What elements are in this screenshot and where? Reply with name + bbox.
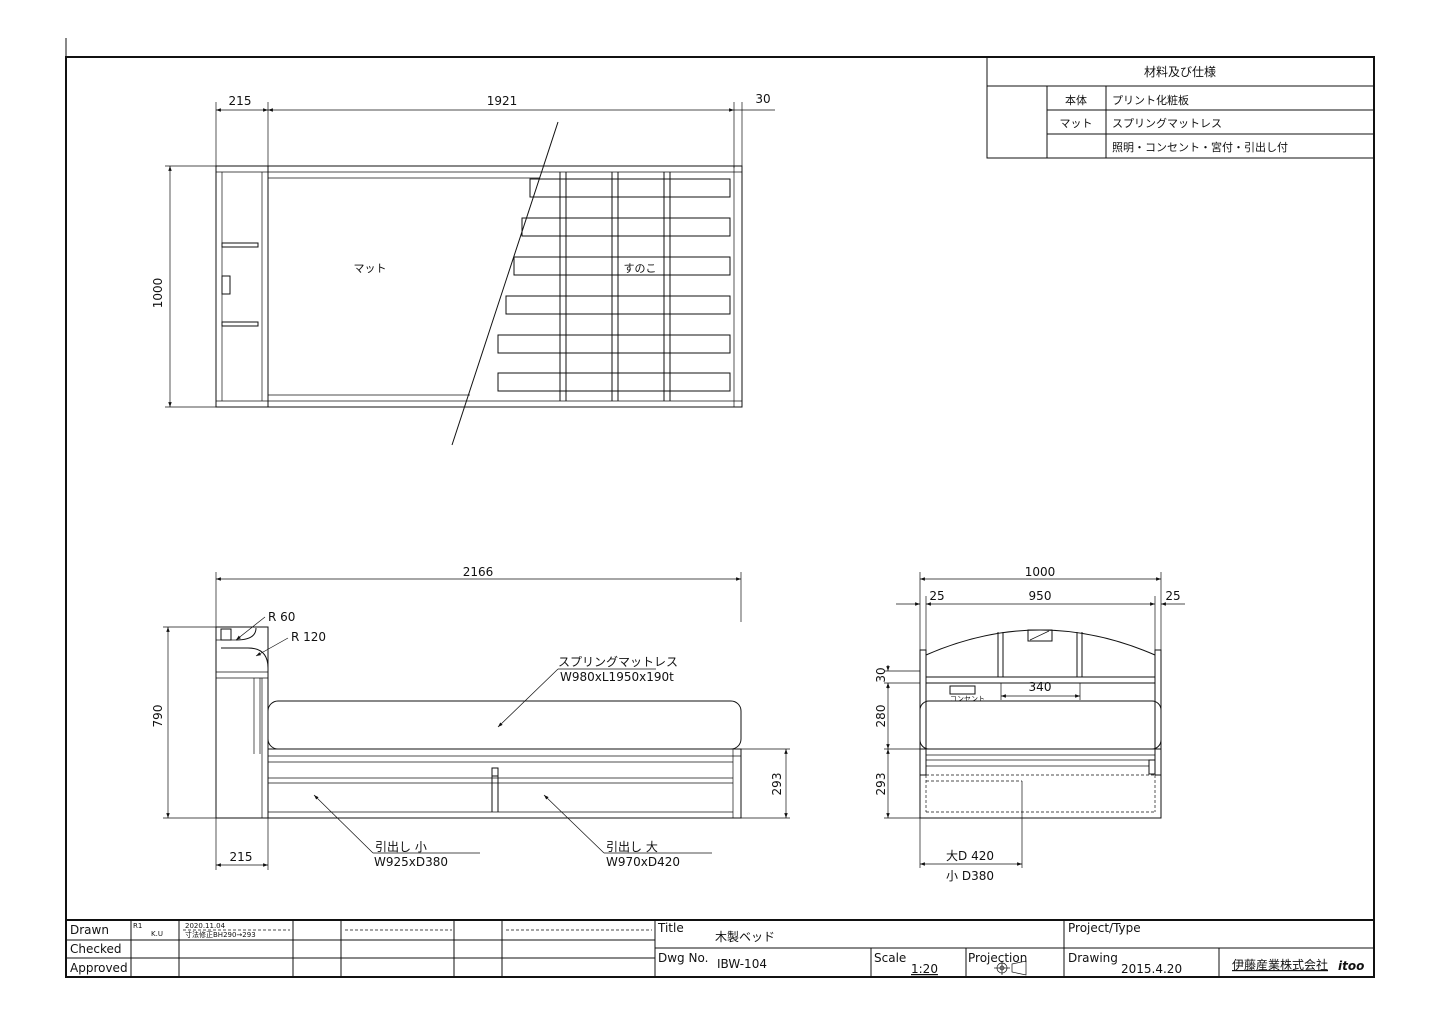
mattress-size: W980xL1950x190t (560, 670, 674, 684)
label-project-type: Project/Type (1068, 921, 1141, 935)
drawer-small-name: 引出し 小 (375, 840, 427, 854)
side-dim-base: 293 (770, 773, 784, 796)
mattress-name: スプリングマットレス (558, 655, 678, 669)
spec-value-body: プリント化粧板 (1112, 93, 1189, 107)
dwg-no-value: IBW-104 (717, 957, 767, 971)
side-radius-2: R 120 (291, 630, 326, 644)
scale-value: 1:20 (911, 962, 938, 976)
company-logo: itoo (1338, 959, 1364, 973)
drawer-large-name: 引出し 大 (606, 840, 658, 854)
drawing-date: 2015.4.20 (1121, 962, 1182, 976)
spec-value-features: 照明・コンセント・宮付・引出し付 (1112, 140, 1288, 154)
projection-symbol-icon (994, 960, 1027, 976)
plan-label-sunoko: すのこ (624, 262, 657, 275)
label-drawing: Drawing (1068, 951, 1118, 965)
title-block: Drawn Checked Approved R1 K.U 2020.11.04… (66, 919, 1374, 977)
plan-view: 215 1921 30 1000 (151, 92, 775, 446)
revision-date: 2020.11.04 (185, 922, 226, 930)
plan-dim-height: 1000 (151, 278, 165, 309)
front-dim-side-right: 25 (1165, 589, 1180, 603)
front-dim-inner: 950 (1029, 589, 1052, 603)
drawn-initials: K.U (151, 930, 163, 938)
side-dim-headboard: 215 (230, 850, 253, 864)
plan-dim-left: 215 (229, 94, 252, 108)
company-name: 伊藤産業株式会社 (1232, 957, 1328, 972)
sheet-border (65, 56, 1375, 978)
spec-value-mat: スプリングマットレス (1112, 116, 1222, 130)
spec-table: 材料及び仕様 本体 プリント化粧板 マット スプリングマットレス 照明・コンセン… (986, 56, 1375, 159)
label-scale: Scale (874, 951, 906, 965)
side-view: 2166 790 215 R 60 R 120 (151, 565, 790, 870)
side-dim-length: 2166 (463, 565, 494, 579)
plan-dim-right: 30 (755, 92, 770, 106)
spec-key-body: 本体 (1065, 93, 1087, 107)
front-depth-small: 小 D380 (946, 869, 994, 883)
front-dim-shelf: 30 (874, 667, 888, 682)
revision-note: 寸法修正BH290→293 (185, 930, 256, 939)
outlet-label: コンセント (950, 695, 985, 703)
label-drawn: Drawn (70, 923, 109, 937)
spec-key-mat: マット (1060, 117, 1093, 130)
front-dim-base: 293 (874, 773, 888, 796)
drawer-large-size: W970xD420 (606, 855, 680, 869)
front-dim-light: 340 (1029, 680, 1052, 694)
side-dim-height: 790 (151, 705, 165, 728)
plan-dim-middle: 1921 (487, 94, 518, 108)
title-value: 木製ベッド (715, 930, 775, 944)
revision-mark: R1 (133, 922, 142, 930)
front-dim-side-left: 25 (929, 589, 944, 603)
front-depth-large: 大D 420 (946, 849, 994, 863)
side-radius-1: R 60 (268, 610, 295, 624)
label-dwg-no: Dwg No. (658, 951, 708, 965)
label-checked: Checked (70, 942, 122, 956)
spec-title: 材料及び仕様 (1144, 65, 1216, 79)
front-dim-width: 1000 (1025, 565, 1056, 579)
label-approved: Approved (70, 961, 128, 975)
front-dim-mattress: 280 (874, 705, 888, 728)
front-view: 1000 25 950 25 コンセント 340 (874, 565, 1185, 883)
label-title: Title (657, 921, 684, 935)
drawer-small-size: W925xD380 (374, 855, 448, 869)
plan-label-mat: マット (354, 262, 387, 275)
label-projection: Projection (968, 951, 1027, 965)
